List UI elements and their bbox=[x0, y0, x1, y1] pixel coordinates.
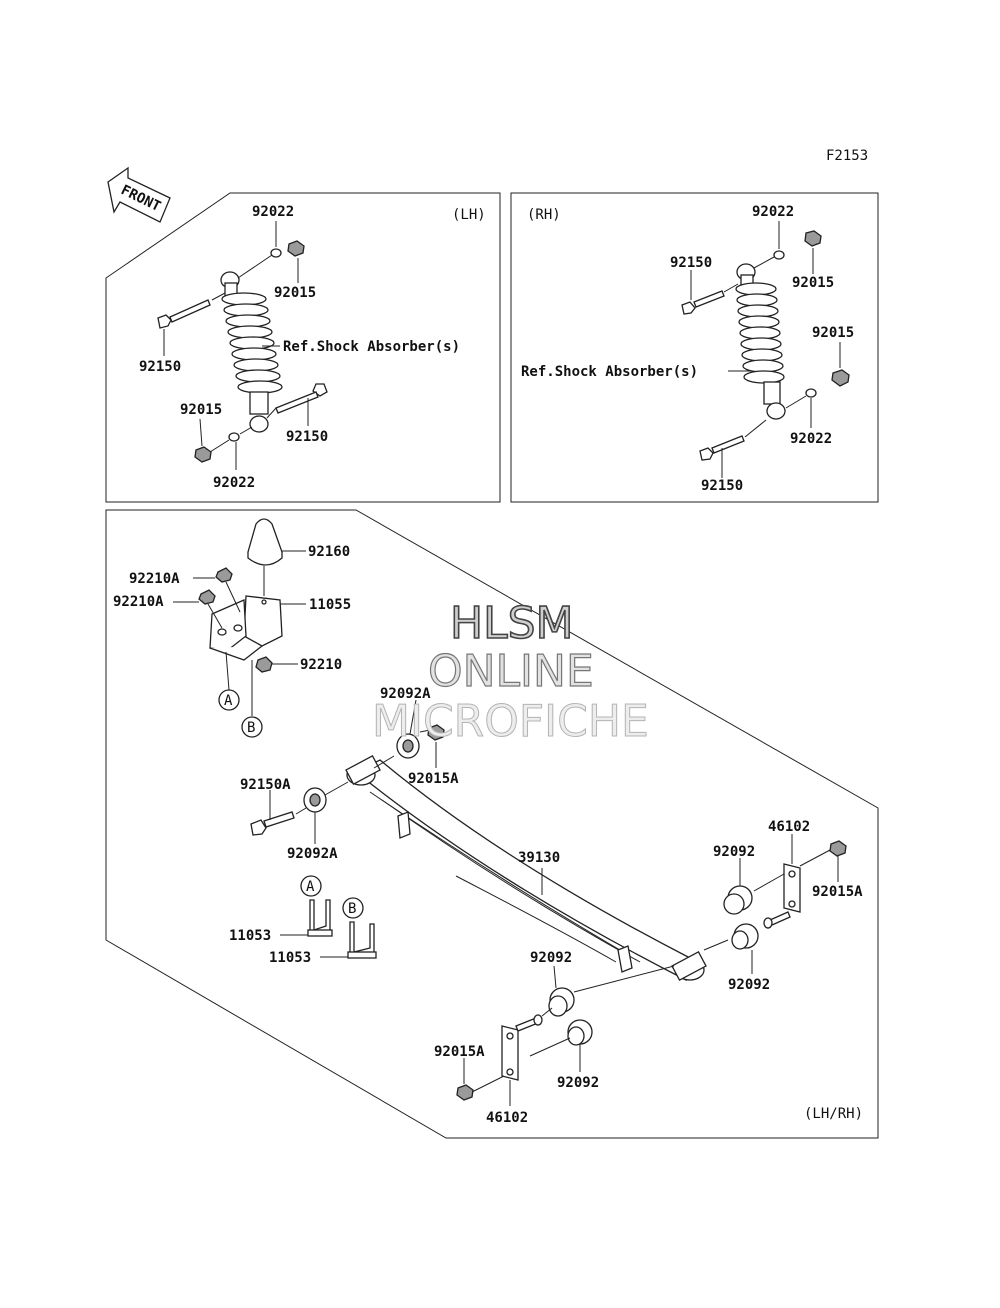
label-92092-r2: 92092 bbox=[728, 977, 770, 993]
front-arrow-icon: FRONT bbox=[107, 166, 171, 223]
washer-92022-bot-lh bbox=[228, 432, 240, 442]
u-bolt-11053-1 bbox=[307, 899, 333, 937]
watermark-line1: HLSM bbox=[450, 598, 574, 649]
lh-panel: (LH) bbox=[105, 192, 501, 503]
label-92210A-2: 92210A bbox=[113, 594, 164, 610]
bump-stop-92160 bbox=[247, 518, 283, 566]
svg-text:B: B bbox=[348, 901, 356, 917]
bushing-92092A-top bbox=[396, 733, 420, 759]
nut-92210A-1 bbox=[215, 567, 233, 583]
leaf-spring-39130 bbox=[345, 755, 707, 981]
lh-panel-tag: (LH) bbox=[452, 207, 486, 223]
label-92022-top-rh: 92022 bbox=[752, 204, 794, 220]
label-92092-m2: 92092 bbox=[557, 1075, 599, 1091]
label-92022-bot-lh: 92022 bbox=[213, 475, 255, 491]
label-92150-top-rh: 92150 bbox=[670, 255, 712, 271]
shackle-46102-right bbox=[763, 863, 801, 929]
nut-92015-mid-rh bbox=[831, 369, 850, 387]
bolt-92150-bot-rh bbox=[699, 435, 745, 461]
nut-92210A-2 bbox=[198, 589, 216, 605]
label-46102-right: 46102 bbox=[768, 819, 810, 835]
label-11055: 11055 bbox=[309, 597, 351, 613]
bushing-92092-m1 bbox=[548, 987, 575, 1017]
label-92150-right-lh: 92150 bbox=[286, 429, 328, 445]
shock-absorber-rh bbox=[735, 263, 786, 420]
bushing-92092-r1 bbox=[723, 885, 753, 915]
label-92092A-top: 92092A bbox=[380, 686, 431, 702]
washer-92022-bot-rh bbox=[805, 388, 817, 398]
label-92092A-bot: 92092A bbox=[287, 846, 338, 862]
svg-text:A: A bbox=[224, 693, 233, 709]
nut-92210 bbox=[255, 656, 273, 673]
shock-absorber-lh bbox=[220, 271, 283, 433]
label-92015-top-lh: 92015 bbox=[274, 285, 316, 301]
svg-text:A: A bbox=[306, 879, 315, 895]
nut-92015-bot-lh bbox=[194, 446, 212, 463]
nut-92015A-top bbox=[427, 724, 445, 741]
label-ref-shock-rh: Ref.Shock Absorber(s) bbox=[521, 364, 698, 380]
bushing-92092-r2 bbox=[731, 923, 759, 950]
label-92150-left-lh: 92150 bbox=[139, 359, 181, 375]
watermark-line3: MICROFICHE bbox=[372, 696, 649, 747]
label-46102-bot: 46102 bbox=[486, 1110, 528, 1126]
bolt-92150-right-lh bbox=[275, 383, 328, 414]
callout-b: B bbox=[241, 716, 263, 738]
label-92015A-top: 92015A bbox=[408, 771, 459, 787]
nut-92015A-right bbox=[829, 840, 847, 857]
figure-code: F2153 bbox=[826, 148, 868, 164]
bolt-92150A bbox=[250, 811, 295, 836]
spring-panel: (LH/RH) A bbox=[105, 509, 879, 1139]
label-92150A: 92150A bbox=[240, 777, 291, 793]
label-92022-bot-rh: 92022 bbox=[790, 431, 832, 447]
label-92022-top-lh: 92022 bbox=[252, 204, 294, 220]
label-92092-m1: 92092 bbox=[530, 950, 572, 966]
nut-92015A-left bbox=[456, 1084, 474, 1101]
rh-panel-tag: (RH) bbox=[527, 207, 561, 223]
rh-panel: (RH) bbox=[510, 192, 879, 503]
nut-92015-top-rh bbox=[804, 230, 822, 247]
label-92160: 92160 bbox=[308, 544, 350, 560]
label-92015-bot-lh: 92015 bbox=[180, 402, 222, 418]
bolt-92150-top-rh bbox=[681, 290, 725, 315]
bushing-92092A-bot bbox=[303, 787, 327, 813]
label-11053-1: 11053 bbox=[229, 928, 271, 944]
callout-a2: A bbox=[300, 875, 322, 897]
label-11053-2: 11053 bbox=[269, 950, 311, 966]
shackle-46102-left bbox=[501, 1014, 543, 1081]
label-92015A-right: 92015A bbox=[812, 884, 863, 900]
washer-92022-top-rh bbox=[773, 250, 785, 260]
watermark-line2: ONLINE bbox=[428, 646, 594, 697]
label-92015-top-rh: 92015 bbox=[792, 275, 834, 291]
u-bolt-11053-2 bbox=[347, 921, 377, 959]
spring-panel-tag: (LH/RH) bbox=[804, 1106, 863, 1122]
label-92150-bot-rh: 92150 bbox=[701, 478, 743, 494]
label-92015-mid-rh: 92015 bbox=[812, 325, 854, 341]
bolt-92150-left-lh bbox=[157, 299, 211, 329]
label-ref-shock-lh: Ref.Shock Absorber(s) bbox=[283, 339, 460, 355]
svg-text:B: B bbox=[247, 720, 255, 736]
label-92210A-1: 92210A bbox=[129, 571, 180, 587]
watermark: HLSM ONLINE MICROFICHE bbox=[372, 597, 650, 747]
callout-a: A bbox=[218, 689, 240, 711]
label-39130: 39130 bbox=[518, 850, 560, 866]
nut-92015-top-lh bbox=[287, 240, 305, 257]
label-92092-r1: 92092 bbox=[713, 844, 755, 860]
label-92015A-left: 92015A bbox=[434, 1044, 485, 1060]
label-92210: 92210 bbox=[300, 657, 342, 673]
bracket-11055 bbox=[209, 595, 283, 661]
callout-b2: B bbox=[342, 897, 364, 919]
washer-92022-top-lh bbox=[270, 248, 282, 258]
bushing-92092-m2 bbox=[567, 1019, 593, 1046]
